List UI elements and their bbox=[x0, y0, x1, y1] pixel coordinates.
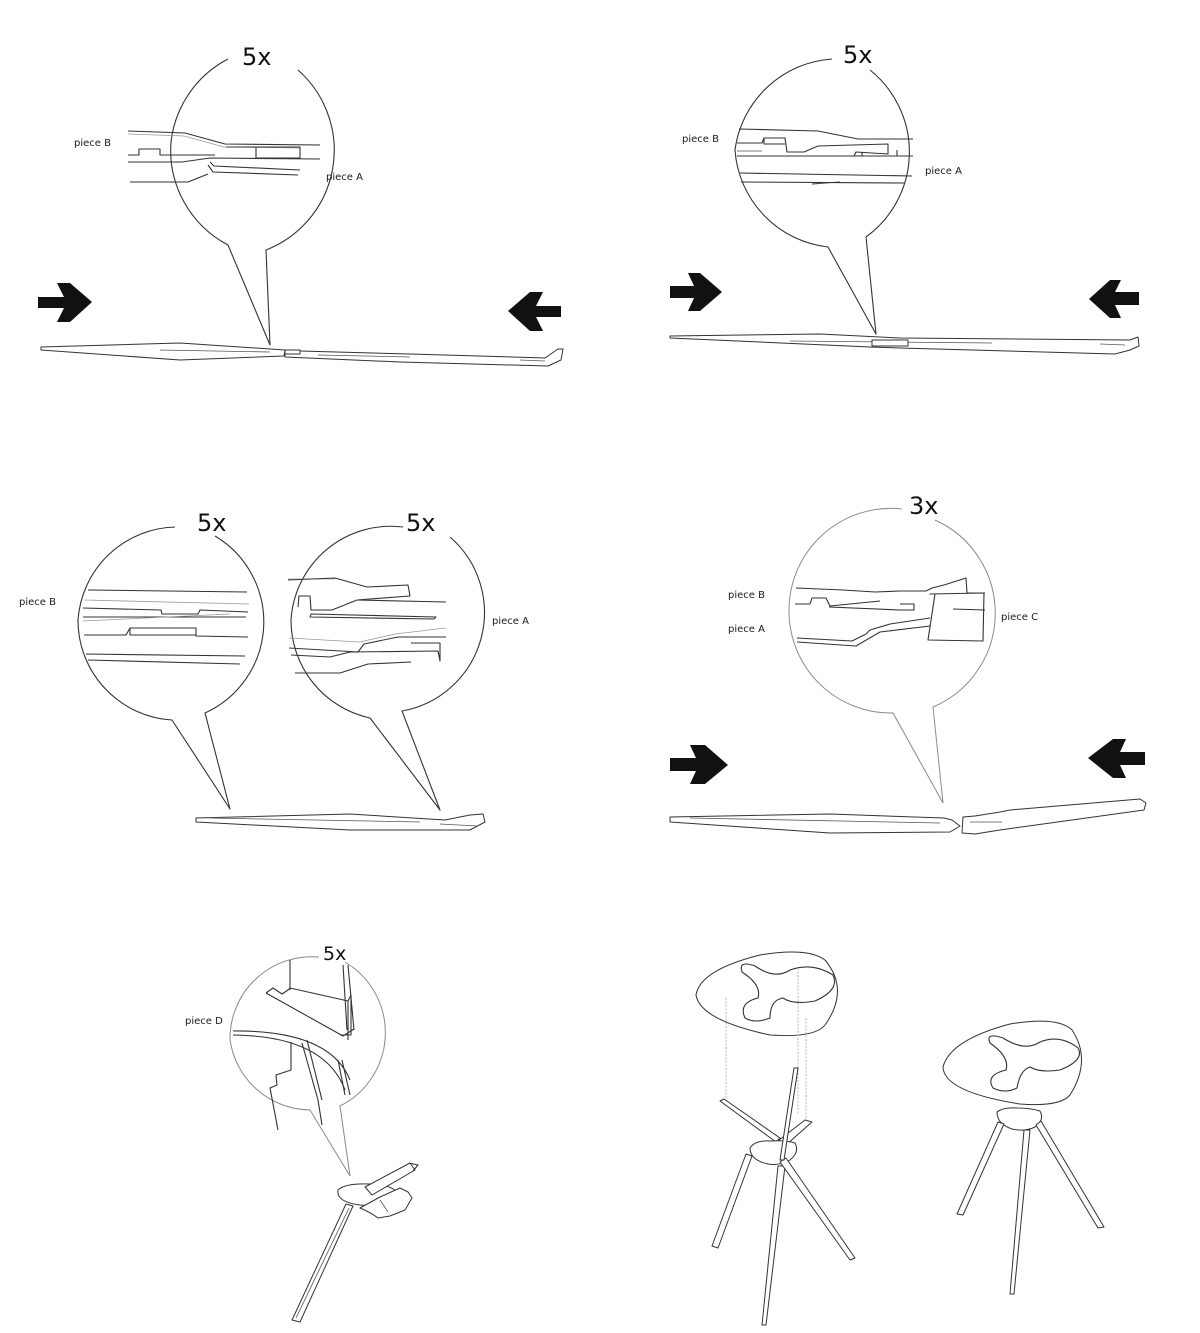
stick-assembly bbox=[195, 813, 486, 831]
panel-step-2: 5x piece B piece A bbox=[669, 41, 1140, 355]
joint-detail bbox=[795, 577, 986, 647]
magnifier-bubble bbox=[788, 507, 996, 804]
panel-step-3: 5x 5x piece B piece A bbox=[19, 509, 529, 831]
exploded-stool bbox=[695, 951, 856, 1326]
label-piece-c: piece C bbox=[1001, 612, 1038, 623]
joint-detail bbox=[232, 960, 355, 1131]
label-piece-b: piece B bbox=[74, 138, 111, 149]
label-piece-a: piece A bbox=[728, 624, 765, 635]
stool-seat bbox=[695, 951, 838, 1036]
magnifier-bubble-right bbox=[290, 525, 485, 811]
joint-detail bbox=[737, 128, 913, 185]
push-right-arrow-icon bbox=[670, 273, 722, 311]
stick-assembly bbox=[669, 798, 1147, 835]
assembled-stool bbox=[942, 1020, 1105, 1295]
magnification-label: 5x bbox=[323, 943, 346, 965]
label-piece-a: piece A bbox=[492, 616, 529, 627]
joint-detail bbox=[127, 130, 321, 183]
magnifier-bubble bbox=[229, 956, 386, 1177]
label-piece-b: piece B bbox=[682, 134, 719, 145]
label-piece-a: piece A bbox=[326, 172, 363, 183]
stool-leg-partial bbox=[291, 1162, 419, 1323]
magnifier-bubble bbox=[734, 58, 910, 335]
seat-cutout bbox=[988, 1035, 1081, 1092]
joint-detail-left bbox=[82, 589, 250, 665]
panel-step-1: 5x piece B piece A bbox=[38, 43, 564, 367]
magnification-label: 3x bbox=[909, 492, 938, 520]
magnification-label-right: 5x bbox=[406, 509, 435, 537]
label-piece-a: piece A bbox=[925, 166, 962, 177]
push-right-arrow-icon bbox=[38, 283, 92, 322]
magnifier-bubble-left bbox=[77, 526, 265, 810]
stool-seat bbox=[942, 1020, 1082, 1106]
panel-step-4: 3x piece B piece A piece C bbox=[669, 492, 1147, 835]
stick-assembly bbox=[40, 342, 564, 367]
stick-assembly bbox=[669, 333, 1140, 355]
magnification-label: 5x bbox=[242, 43, 271, 71]
push-left-arrow-icon bbox=[1088, 739, 1145, 778]
push-right-arrow-icon bbox=[670, 745, 728, 784]
push-left-arrow-icon bbox=[1089, 280, 1139, 318]
panel-step-6 bbox=[695, 951, 1105, 1326]
panel-step-5: 5x piece D bbox=[185, 943, 419, 1323]
push-left-arrow-icon bbox=[508, 292, 561, 331]
joint-detail-right bbox=[287, 577, 447, 674]
label-piece-d: piece D bbox=[185, 1016, 223, 1027]
label-piece-b: piece B bbox=[728, 590, 765, 601]
magnification-label-left: 5x bbox=[197, 509, 226, 537]
seat-cutout bbox=[740, 963, 836, 1022]
magnification-label: 5x bbox=[843, 41, 872, 69]
label-piece-b: piece B bbox=[19, 597, 56, 608]
magnifier-bubble bbox=[170, 58, 335, 346]
